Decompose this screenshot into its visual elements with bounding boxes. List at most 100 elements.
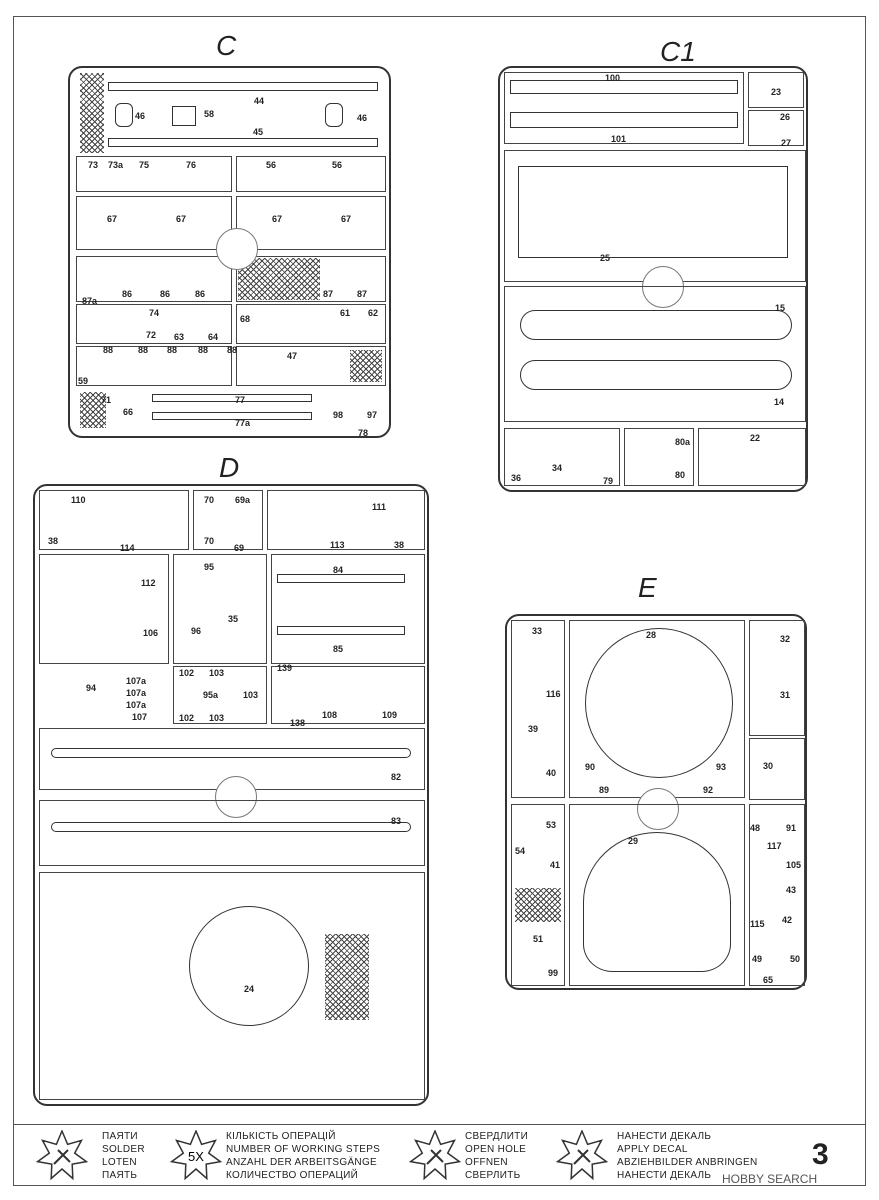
part-number-label: 88: [227, 345, 238, 355]
hatch-area: [80, 392, 106, 428]
part-number-label: 92: [703, 785, 714, 795]
part-46a: [115, 103, 133, 127]
part-number-label: 36: [511, 473, 522, 483]
sec-c1-80: [624, 428, 694, 486]
part-number-label: 47: [287, 351, 298, 361]
part-number-label: 73: [88, 160, 99, 170]
part-number-label: 45: [253, 127, 264, 137]
hatch-area: [238, 258, 320, 300]
sprue-gate: [642, 266, 684, 308]
part-number-label: 73a: [108, 160, 124, 170]
part-number-label: 28: [646, 630, 657, 640]
part-number-label: 14: [774, 397, 785, 407]
part-58: [172, 106, 196, 126]
part-number-label: 30: [763, 761, 774, 771]
part-number-label: 117: [767, 841, 782, 851]
sec-c-47: [236, 346, 386, 386]
hatch-area: [350, 350, 382, 382]
part-number-label: 75: [139, 160, 150, 170]
sec-d-24: [39, 872, 425, 1100]
sec-d-108: [271, 666, 425, 724]
page-frame: [13, 16, 866, 1186]
part-number-label: 44: [254, 96, 265, 106]
part-number-label: 103: [209, 668, 225, 678]
sprue-c1: [498, 66, 808, 492]
repeat-5x-icon: 5X: [170, 1130, 222, 1181]
part-number-label: 87: [323, 289, 334, 299]
part-number-label: 76: [186, 160, 197, 170]
part-number-label: 27: [781, 138, 792, 148]
sheet-d-title: D: [219, 452, 240, 483]
legend-line: СВЕРЛИТЬ: [465, 1170, 521, 1181]
sec-c1-100: [504, 72, 744, 144]
legend-line: SOLDER: [102, 1144, 145, 1155]
part-number-label: 80: [675, 470, 686, 480]
part-number-label: 86: [160, 289, 171, 299]
sec-c1-23: [748, 72, 804, 108]
part-number-label: 38: [394, 540, 405, 550]
sprue-gate: [637, 788, 679, 830]
part-25: [518, 166, 788, 258]
part-number-label: 62: [368, 308, 379, 318]
part-number-label: 107a: [126, 688, 147, 698]
part-number-label: 85: [333, 644, 344, 654]
part-number-label: 103: [209, 713, 225, 723]
sec-d-83: [39, 800, 425, 866]
part-number-label: 67: [176, 214, 187, 224]
part-number-label: 51: [533, 934, 544, 944]
sec-e-30: [749, 738, 805, 800]
sec-d-114: [39, 490, 189, 550]
part-number-label: 99: [548, 968, 559, 978]
part-100: [510, 80, 738, 94]
part-number-label: 78: [358, 428, 369, 438]
part-number-label: 63: [174, 332, 185, 342]
sec-c-small: [76, 156, 232, 192]
part-44: [108, 82, 378, 91]
legend-line: СВЕРДЛИТИ: [465, 1131, 529, 1142]
part-number-label: 86: [195, 289, 206, 299]
part-number-label: 34: [552, 463, 563, 473]
sprue-gate: [215, 776, 257, 818]
legend-line: НАНЕСТИ ДЕКАЛЬ: [617, 1131, 712, 1142]
part-number-label: 58: [204, 109, 215, 119]
part-24: [189, 906, 309, 1026]
part-number-label: 77a: [235, 418, 251, 428]
part-77a: [152, 412, 312, 420]
part-number-label: 48: [750, 823, 761, 833]
sheet-e-title: E: [638, 572, 657, 603]
sec-e-32: [749, 620, 805, 736]
part-number-label: 25: [600, 253, 611, 263]
sheet-c-title: C: [216, 30, 237, 61]
sec-c-68: [236, 304, 386, 344]
legend-line: НАНЕСТИ ДЕКАЛЬ: [617, 1170, 712, 1181]
sheet-c1-title: C1: [660, 36, 696, 67]
part-number-label: 43: [786, 885, 797, 895]
part-number-label: 38: [48, 536, 59, 546]
drill-icon: [409, 1130, 461, 1181]
sprue-e: [505, 614, 807, 990]
legend-line: OFFNEN: [465, 1157, 508, 1168]
part-number-label: 102: [179, 713, 195, 723]
sec-e-left-top: [511, 620, 565, 798]
part-number-label: 94: [86, 683, 97, 693]
part-number-label: 96: [191, 626, 202, 636]
part-number-label: 32: [780, 634, 791, 644]
part-number-label: 79: [603, 476, 614, 486]
page-number: 3: [812, 1138, 829, 1171]
part-number-label: 59: [78, 376, 89, 386]
part-number-label: 87a: [82, 296, 98, 306]
part-number-label: 86: [122, 289, 133, 299]
sec-c1-tracks: [504, 286, 806, 422]
part-number-label: 26: [780, 112, 791, 122]
part-number-label: 35: [228, 614, 239, 624]
legend-bar: [13, 1124, 866, 1187]
sec-c-56: [236, 156, 386, 192]
part-number-label: 56: [332, 160, 343, 170]
sec-d-113: [267, 490, 425, 550]
part-number-label: 95a: [203, 690, 219, 700]
part-28: [585, 628, 733, 778]
part-number-label: 110: [71, 495, 86, 505]
